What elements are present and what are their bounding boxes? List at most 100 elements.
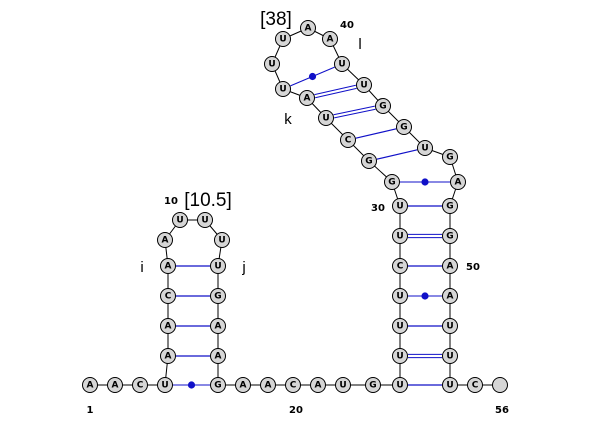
nucleotide-circle — [442, 258, 458, 274]
nucleotide: U — [392, 228, 408, 244]
wobble-pair-dot — [187, 381, 196, 389]
nucleotide-circle — [442, 149, 458, 165]
nucleotide: C — [392, 258, 408, 274]
nucleotide: U — [275, 81, 291, 97]
nucleotide: U — [417, 140, 433, 156]
nucleotide: G — [210, 377, 226, 393]
nucleotide-letter: G — [446, 232, 453, 242]
nucleotide-circle — [392, 348, 408, 364]
nucleotide-circle — [300, 20, 316, 36]
nucleotide-circle — [417, 140, 433, 156]
nucleotide-circle — [442, 228, 458, 244]
nucleotide: A — [442, 288, 458, 304]
nucleotide-circle — [442, 377, 458, 393]
nucleotide-letter: U — [396, 381, 403, 391]
position-label-1: 1 — [87, 405, 94, 416]
nucleotide-circle — [375, 98, 391, 114]
base-pair-line — [334, 108, 376, 119]
nucleotide-letter: U — [396, 292, 403, 302]
nucleotide: U — [392, 318, 408, 334]
nucleotide-letter: C — [397, 262, 404, 272]
nucleotide-circle — [264, 56, 280, 72]
position-label-30: 30 — [371, 203, 385, 214]
nucleotide: G — [365, 377, 381, 393]
nucleotide-letter: A — [447, 262, 454, 272]
nucleotide-letter: G — [379, 102, 386, 112]
nucleotide-letter: C — [472, 381, 479, 391]
nucleotide-letter: U — [446, 322, 453, 332]
nucleotide: G — [361, 153, 377, 169]
nucleotide-letter: U — [214, 262, 221, 272]
nucleotide-letter: U — [339, 381, 346, 391]
nucleotide-circle — [365, 377, 381, 393]
nucleotide: A — [107, 377, 123, 393]
nucleotide: G — [384, 174, 400, 190]
nucleotide-letter: G — [446, 202, 453, 212]
nucleotide: U — [197, 212, 213, 228]
nucleotide: U — [318, 110, 334, 126]
nucleotide-letter: A — [112, 381, 119, 391]
nucleotide: A — [160, 318, 176, 334]
nucleotide — [492, 377, 508, 393]
nucleotide-letter: U — [396, 322, 403, 332]
nucleotide-letter: A — [162, 236, 169, 246]
nucleotide: G — [396, 119, 412, 135]
nucleotide-letter: G — [400, 123, 407, 133]
nucleotide: U — [264, 56, 280, 72]
nucleotide: U — [392, 377, 408, 393]
nucleotide: C — [160, 288, 176, 304]
nucleotide-circle — [310, 377, 326, 393]
nucleotide-circle — [160, 348, 176, 364]
nucleotide: A — [299, 90, 315, 106]
nucleotide-circle — [157, 377, 173, 393]
nucleotide: A — [450, 174, 466, 190]
nucleotide-letter: A — [87, 381, 94, 391]
nucleotide-letter: A — [327, 35, 334, 45]
nucleotide: U — [442, 377, 458, 393]
nucleotide: U — [442, 318, 458, 334]
nucleotide-circle — [107, 377, 123, 393]
nucleotide: U — [172, 212, 188, 228]
hairpin-1-energy-label: [10.5] — [184, 190, 232, 211]
nucleotide-letter: A — [305, 24, 312, 34]
nucleotide-circle — [442, 348, 458, 364]
nucleotide-letter: U — [446, 381, 453, 391]
nucleotide-circle — [160, 258, 176, 274]
nucleotide-circle — [318, 110, 334, 126]
nucleotide-letter: G — [369, 381, 376, 391]
nucleotide: C — [285, 377, 301, 393]
nucleotide-letter: U — [279, 85, 286, 95]
nucleotide-circle — [160, 288, 176, 304]
nucleotide-letter: U — [176, 216, 183, 226]
nucleotide-circle — [392, 198, 408, 214]
nucleotide: A — [310, 377, 326, 393]
nucleotide-circle — [396, 119, 412, 135]
nucleotide-circle — [356, 77, 372, 93]
nucleotide-letter: C — [345, 136, 352, 146]
nucleotide-circle — [210, 348, 226, 364]
nucleotide-circle — [384, 174, 400, 190]
nucleotide-letter: U — [201, 216, 208, 226]
nucleotide: A — [160, 258, 176, 274]
nucleotide-letter: C — [165, 292, 172, 302]
nucleotide: U — [442, 348, 458, 364]
position-label-10: 10 — [164, 196, 178, 207]
nucleotide: A — [157, 232, 173, 248]
nucleotide: A — [260, 377, 276, 393]
nucleotide-letter: G — [446, 153, 453, 163]
nucleotide: U — [392, 198, 408, 214]
position-label-56: 56 — [495, 405, 509, 416]
nucleotide-circle — [210, 288, 226, 304]
nucleotide-circle — [450, 174, 466, 190]
nucleotide-circle — [160, 318, 176, 334]
nucleotide-circle — [275, 81, 291, 97]
base-pair-line — [314, 84, 356, 96]
nucleotide-circle — [210, 318, 226, 334]
nucleotide-letter: A — [315, 381, 322, 391]
nucleotide: U — [157, 377, 173, 393]
nucleotide-circle — [361, 153, 377, 169]
wobble-pair-dot — [421, 178, 429, 186]
nucleotide-letter: G — [214, 292, 221, 302]
base-pair-line — [315, 87, 357, 99]
nucleotide: U — [214, 232, 230, 248]
